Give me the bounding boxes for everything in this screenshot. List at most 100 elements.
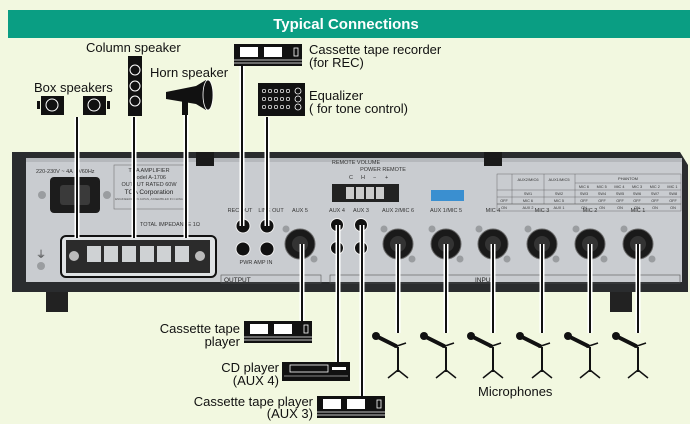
column-speaker-label: Column speaker (86, 40, 181, 55)
box-speakers (37, 96, 110, 115)
cassette-player-label: Cassette tape (160, 321, 240, 336)
table-cell: SW3 (580, 192, 588, 196)
impedance-label: TOTAL IMPEDANCE 1Ω (140, 222, 200, 228)
table-cell: ON (634, 206, 640, 210)
table-cell: AUX 1 (554, 206, 565, 210)
table-cell: MIC 1 (667, 185, 677, 189)
remote-terminal[interactable] (332, 184, 399, 202)
power-remote-label: POWER REMOTE (360, 167, 406, 173)
pwr-amp-in-label: PWR AMP IN (240, 260, 273, 266)
cassette-tape-recorder (234, 44, 302, 66)
switch-table (496, 173, 682, 205)
table-cell: OFF (669, 199, 677, 203)
microphone-icon (564, 332, 601, 379)
table-cell: SW8 (669, 192, 677, 196)
table-cell: OFF (633, 199, 641, 203)
table-cell: MIC 3 (632, 185, 642, 189)
cassette-player-sublabel: player (205, 334, 241, 349)
input-label: MIC 3 (535, 208, 550, 214)
table-cell: OFF (651, 199, 659, 203)
microphone-icon (467, 332, 504, 379)
pwr-amp-in-jack[interactable] (259, 241, 275, 257)
table-cell: OFF (616, 199, 624, 203)
pin-label: + (385, 175, 388, 181)
input-label: MIC 4 (486, 208, 501, 214)
microphone-icon (420, 332, 457, 379)
ground-icon: ⏚ (36, 249, 46, 261)
nameplate-line: TOA Corporation (125, 189, 174, 196)
column-speaker (128, 56, 142, 116)
pwr-amp-in-jack[interactable] (235, 241, 251, 257)
cassette-recorder-sublabel: (for REC) (309, 55, 364, 70)
pin-label: C (349, 175, 353, 181)
output-section-label: OUTPUT (224, 277, 251, 284)
table-cell: ON (617, 206, 623, 210)
microphone-icon (372, 332, 409, 379)
cd-player-sublabel: (AUX 4) (233, 373, 279, 388)
horn-speaker-label: Horn speaker (150, 65, 229, 80)
microphone-icon (516, 332, 553, 379)
nameplate-line: OUTPUT RATED 60W (121, 182, 177, 188)
microphone-icon (612, 332, 649, 379)
input-section-label: INPUT (475, 277, 495, 284)
table-cell: MIC 6 (523, 199, 533, 203)
nameplate-line: TOA AMPLIFIER (128, 168, 169, 174)
cd-player-label: CD player (221, 360, 279, 375)
connection-cables (74, 66, 641, 398)
table-cell: OFF (500, 199, 508, 203)
horn-speaker (166, 79, 214, 115)
nameplate-line: ENGINEERED IN JAPAN, ASSEMBLED IN CHINA (115, 197, 183, 201)
table-cell: ON (581, 206, 587, 210)
input-label: AUX 3 (353, 208, 369, 214)
table-cell: MIC 5 (554, 199, 564, 203)
table-cell: OFF (580, 199, 588, 203)
equalizer-sublabel: ( for tone control) (309, 101, 408, 116)
remote-volume-label: REMOTE VOLUME (332, 160, 381, 166)
box-speakers-label: Box speakers (34, 80, 113, 95)
table-cell: SW5 (616, 192, 624, 196)
table-header: AUX2/MIC6 (517, 177, 539, 182)
table-cell: MIC 6 (579, 185, 589, 189)
table-cell: MIC 4 (614, 185, 624, 189)
dip-switch[interactable] (431, 190, 464, 201)
table-cell: MIC 2 (650, 185, 660, 189)
table-cell: AUX 2 (523, 206, 534, 210)
cassette-aux3-label: Cassette tape player (194, 394, 314, 409)
cassette-tape-player-aux3 (317, 396, 385, 418)
pin-label: − (373, 175, 376, 181)
power-rating: 220-230V ~ 4A 50/60Hz (36, 169, 95, 175)
table-cell: MIC 5 (597, 185, 607, 189)
diagram-title: Typical Connections (273, 16, 419, 33)
input-label: MIC 2 (583, 208, 598, 214)
table-cell: SW7 (651, 192, 659, 196)
table-cell: SW1 (524, 192, 532, 196)
table-cell: SW2 (555, 192, 563, 196)
table-header: PHANTOM (618, 176, 638, 181)
table-cell: SW4 (598, 192, 606, 196)
input-label: MIC 1 (631, 208, 646, 214)
table-cell: ON (652, 206, 658, 210)
table-cell: SW6 (633, 192, 641, 196)
title-bar (8, 10, 690, 38)
microphones (372, 332, 649, 379)
table-cell: OFF (598, 199, 606, 203)
input-label: AUX 4 (329, 208, 345, 214)
table-cell: ON (670, 206, 676, 210)
input-label: AUX 5 (292, 208, 308, 214)
microphones-label: Microphones (478, 384, 553, 399)
cd-player (282, 362, 350, 381)
table-cell: ON (501, 206, 507, 210)
table-header: AUX1/MIC5 (548, 177, 570, 182)
table-cell: ON (599, 206, 605, 210)
pin-label: H (361, 175, 365, 181)
equalizer-label: Equalizer (309, 88, 364, 103)
line-out-label: LINE OUT (258, 208, 284, 214)
amplifier-rear-panel: 220-230V ~ 4A 50/60Hz TOA AMPLIFIER Mode… (12, 152, 688, 312)
cassette-tape-player (244, 321, 312, 343)
equalizer (258, 83, 305, 116)
cassette-aux3-sublabel: (AUX 3) (267, 406, 313, 421)
cassette-recorder-label: Cassette tape recorder (309, 42, 442, 57)
input-label: AUX 1/MIC 5 (430, 208, 462, 214)
